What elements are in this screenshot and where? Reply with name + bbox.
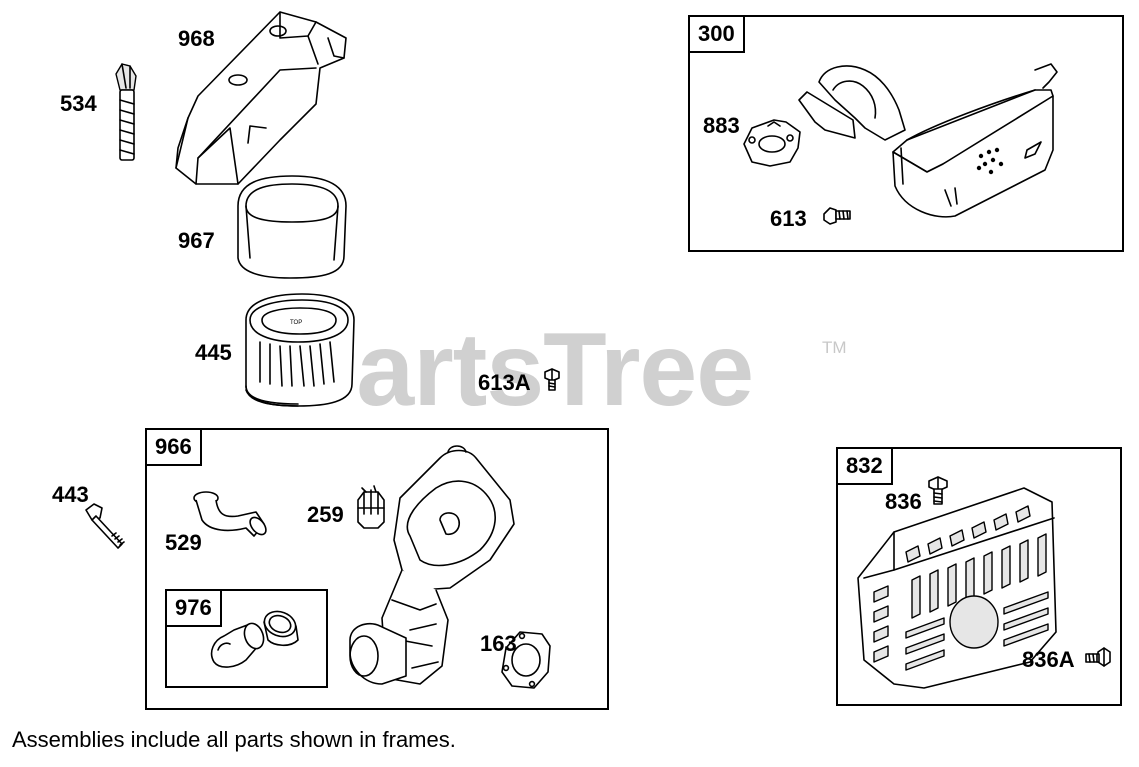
watermark-text: PartsTree: [288, 312, 754, 428]
assembly-tag-976[interactable]: 976: [165, 589, 222, 627]
callout-259[interactable]: 259: [307, 502, 344, 527]
screw-613-icon[interactable]: [822, 204, 854, 228]
air-cleaner-cover-icon[interactable]: [168, 8, 353, 193]
bolt-836a-icon[interactable]: [1084, 646, 1112, 672]
assembly-tag-966[interactable]: 966: [145, 428, 202, 466]
breather-tube-icon[interactable]: [190, 488, 270, 546]
gasket-163-icon[interactable]: [498, 628, 554, 692]
callout-613a[interactable]: 613A: [478, 370, 531, 395]
bolt-443-icon[interactable]: [82, 500, 134, 556]
assembly-frame-976: 976: [165, 589, 328, 688]
stud-icon[interactable]: [108, 60, 144, 168]
callout-883[interactable]: 883: [703, 113, 740, 138]
muffler-guard-icon[interactable]: [854, 482, 1064, 692]
callout-529[interactable]: 529: [165, 530, 202, 555]
svg-text:TOP: TOP: [290, 320, 302, 326]
callout-836[interactable]: 836: [885, 489, 922, 514]
intake-elbow-kit-icon[interactable]: [200, 604, 310, 682]
trademark-symbol: TM: [822, 338, 847, 357]
callout-163[interactable]: 163: [480, 631, 517, 656]
screw-613a-icon[interactable]: [542, 368, 562, 392]
callout-967[interactable]: 967: [178, 228, 215, 253]
callout-445[interactable]: 445: [195, 340, 232, 365]
callout-443[interactable]: 443: [52, 482, 89, 507]
assembly-frame-966: 966: [145, 428, 609, 710]
pre-cleaner-icon[interactable]: [232, 172, 352, 282]
assembly-frame-832: 832: [836, 447, 1122, 706]
gasket-883-icon[interactable]: [740, 118, 804, 168]
assembly-tag-300[interactable]: 300: [688, 15, 745, 53]
callout-968[interactable]: 968: [178, 26, 215, 51]
clip-259-icon[interactable]: [354, 484, 388, 530]
callout-836a[interactable]: 836A: [1022, 647, 1075, 672]
air-filter-icon[interactable]: TOP: [240, 290, 360, 410]
footnote-text: Assemblies include all parts shown in fr…: [12, 727, 456, 752]
callout-613[interactable]: 613: [770, 206, 807, 231]
air-cleaner-base-icon[interactable]: [340, 440, 530, 690]
assembly-frame-300: 300: [688, 15, 1124, 252]
assembly-tag-832[interactable]: 832: [836, 447, 893, 485]
bolt-836-icon[interactable]: [926, 476, 950, 506]
muffler-icon[interactable]: [795, 60, 1085, 230]
callout-534[interactable]: 534: [60, 91, 97, 116]
